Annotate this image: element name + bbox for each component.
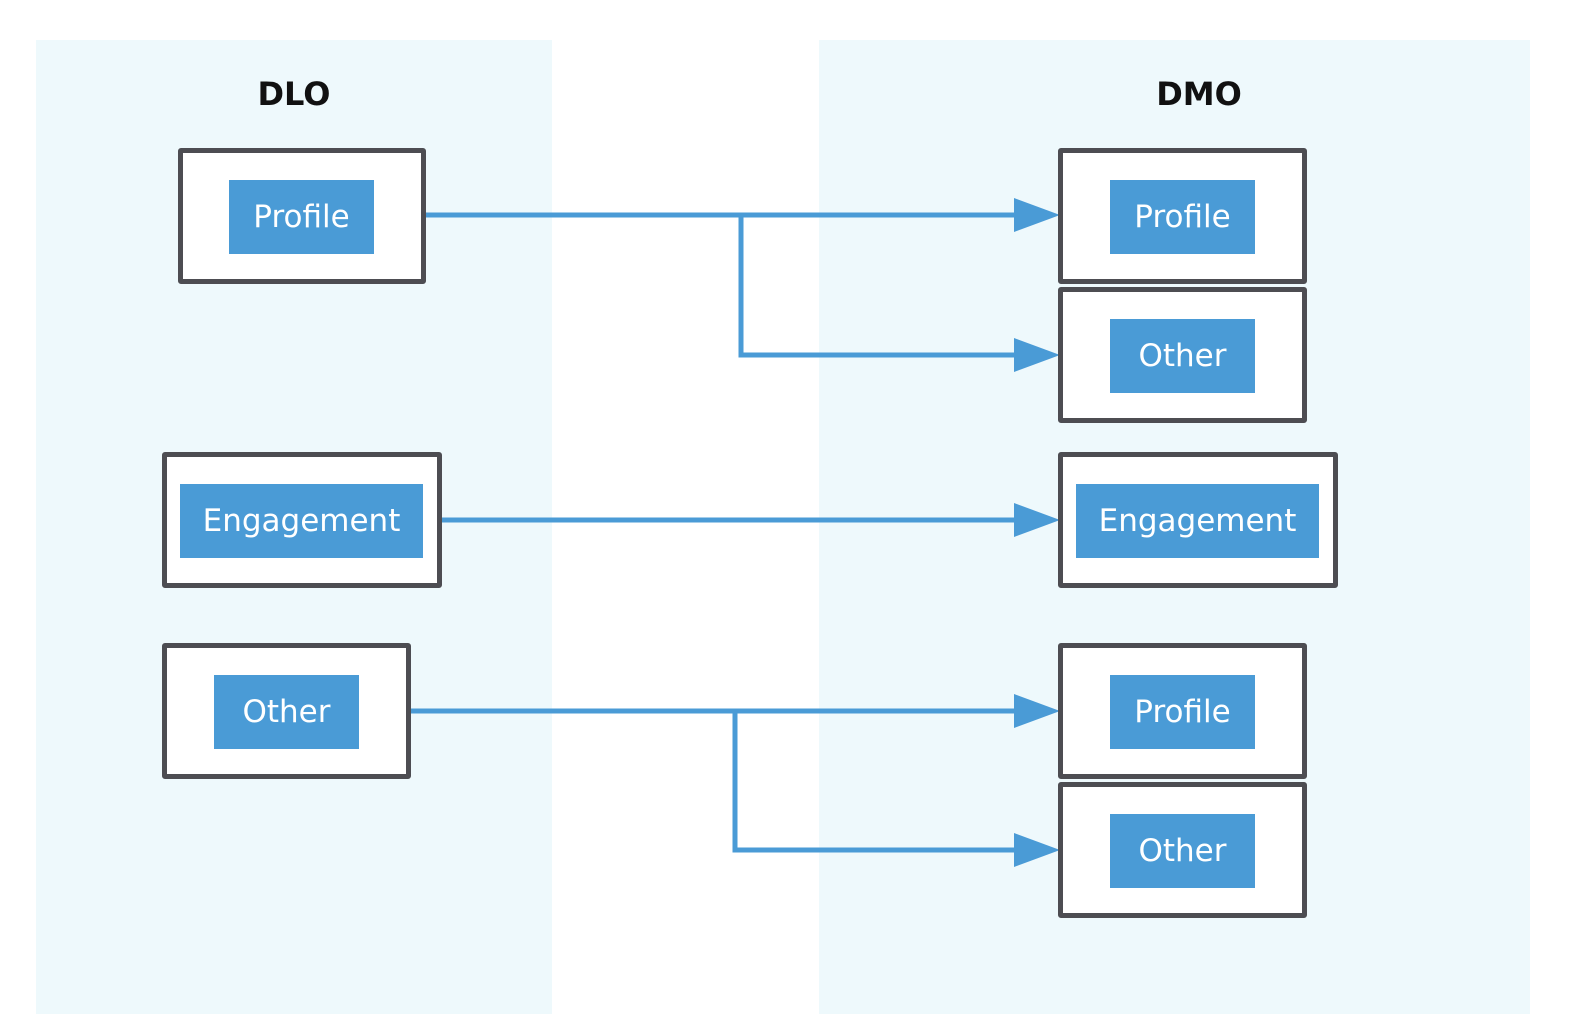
dmo-label-profile: Profile [1110,180,1255,254]
dmo-label-engagement: Engagement [1076,484,1319,558]
connector-profile-to-other [738,215,1018,358]
arrowhead-icon [1014,503,1060,537]
connector-other-to-other [732,711,1018,853]
dlo-label-engagement: Engagement [180,484,423,558]
arrowhead-icon [1014,694,1060,728]
arrowhead-icon [1014,198,1060,232]
dmo-label-profile-2: Profile [1110,675,1255,749]
arrowhead-icon [1014,338,1060,372]
dmo-label-other: Other [1110,319,1255,393]
arrowhead-icon [1014,833,1060,867]
dmo-column-title: DMO [1156,75,1242,113]
dmo-label-other-2: Other [1110,814,1255,888]
dlo-label-other: Other [214,675,359,749]
dlo-label-profile: Profile [229,180,374,254]
dlo-column-title: DLO [257,75,331,113]
